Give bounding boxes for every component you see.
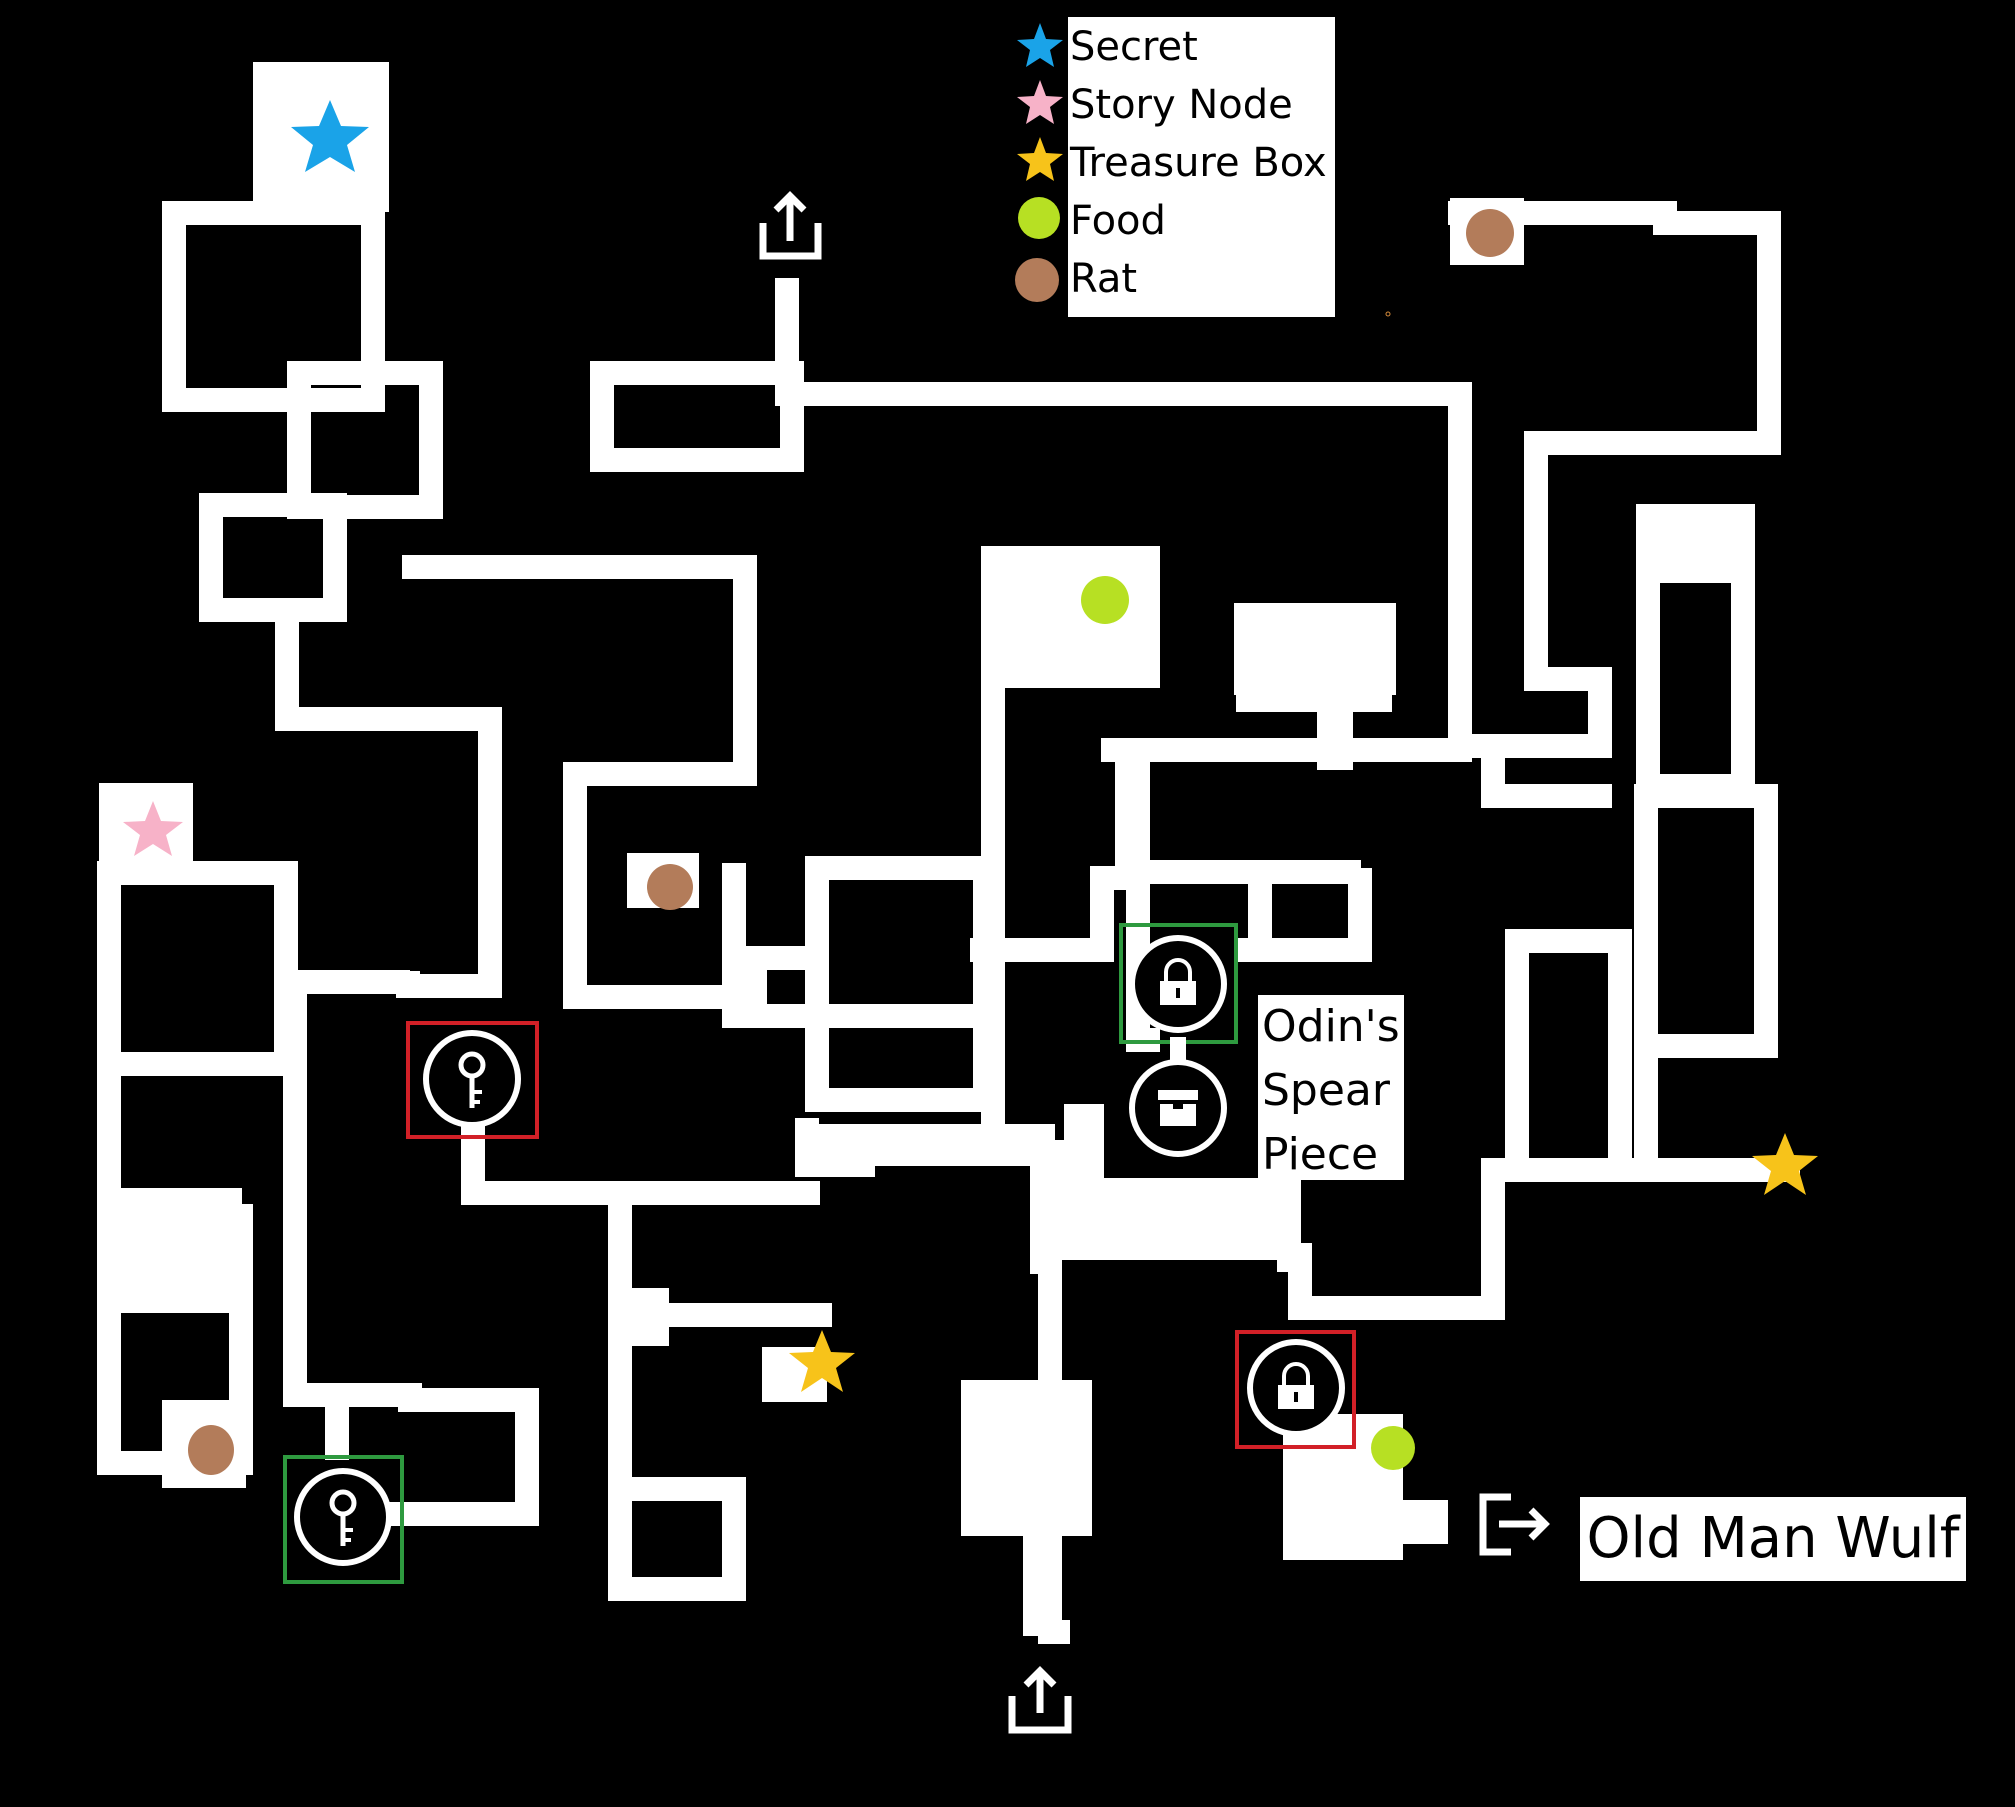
treasure-star-2 <box>1752 1133 1818 1195</box>
food-marker-2 <box>1371 1426 1415 1470</box>
food-marker-1 <box>1081 576 1129 624</box>
legend-box <box>1068 17 1335 317</box>
legend-markers <box>1015 23 1063 302</box>
odin-label-line3: Piece <box>1262 1129 1379 1180</box>
legend-food-label: Food <box>1070 198 1166 244</box>
legend-treasure-box-label: Treasure Box <box>1070 140 1327 186</box>
legend-treasure-star <box>1017 137 1063 181</box>
rat-marker-3 <box>188 1425 234 1475</box>
treasure-chest-icon[interactable] <box>1129 1059 1227 1157</box>
key-icon[interactable] <box>283 1455 404 1584</box>
rat-marker-2 <box>647 864 693 910</box>
tiny-dot <box>1385 311 1391 317</box>
secret-star <box>291 100 369 172</box>
legend-rat-dot <box>1015 258 1059 302</box>
legend-secret-label: Secret <box>1070 24 1198 70</box>
odins-spear-piece-label: Odin's Spear Piece <box>1258 995 1404 1180</box>
story-node-star <box>123 801 183 856</box>
legend-rat-label: Rat <box>1070 256 1138 302</box>
odin-label-line1: Odin's <box>1262 1001 1400 1052</box>
key-icon[interactable] <box>406 1021 539 1139</box>
exit-up-icon[interactable] <box>1008 1666 1072 1734</box>
legend-story-star <box>1017 80 1063 124</box>
old-man-wulf-label: Old Man Wulf <box>1580 1497 1966 1581</box>
treasure-star-1 <box>789 1330 855 1392</box>
odin-label-line2: Spear <box>1262 1065 1390 1116</box>
legend-story-node-label: Story Node <box>1070 82 1293 128</box>
exit-right-icon[interactable] <box>1479 1493 1550 1556</box>
legend-secret-star <box>1017 23 1063 67</box>
legend-food-dot <box>1018 197 1060 239</box>
lock-icon[interactable] <box>1235 1330 1356 1449</box>
exit-up-icon[interactable] <box>759 191 822 260</box>
rat-marker-1 <box>1466 209 1514 257</box>
